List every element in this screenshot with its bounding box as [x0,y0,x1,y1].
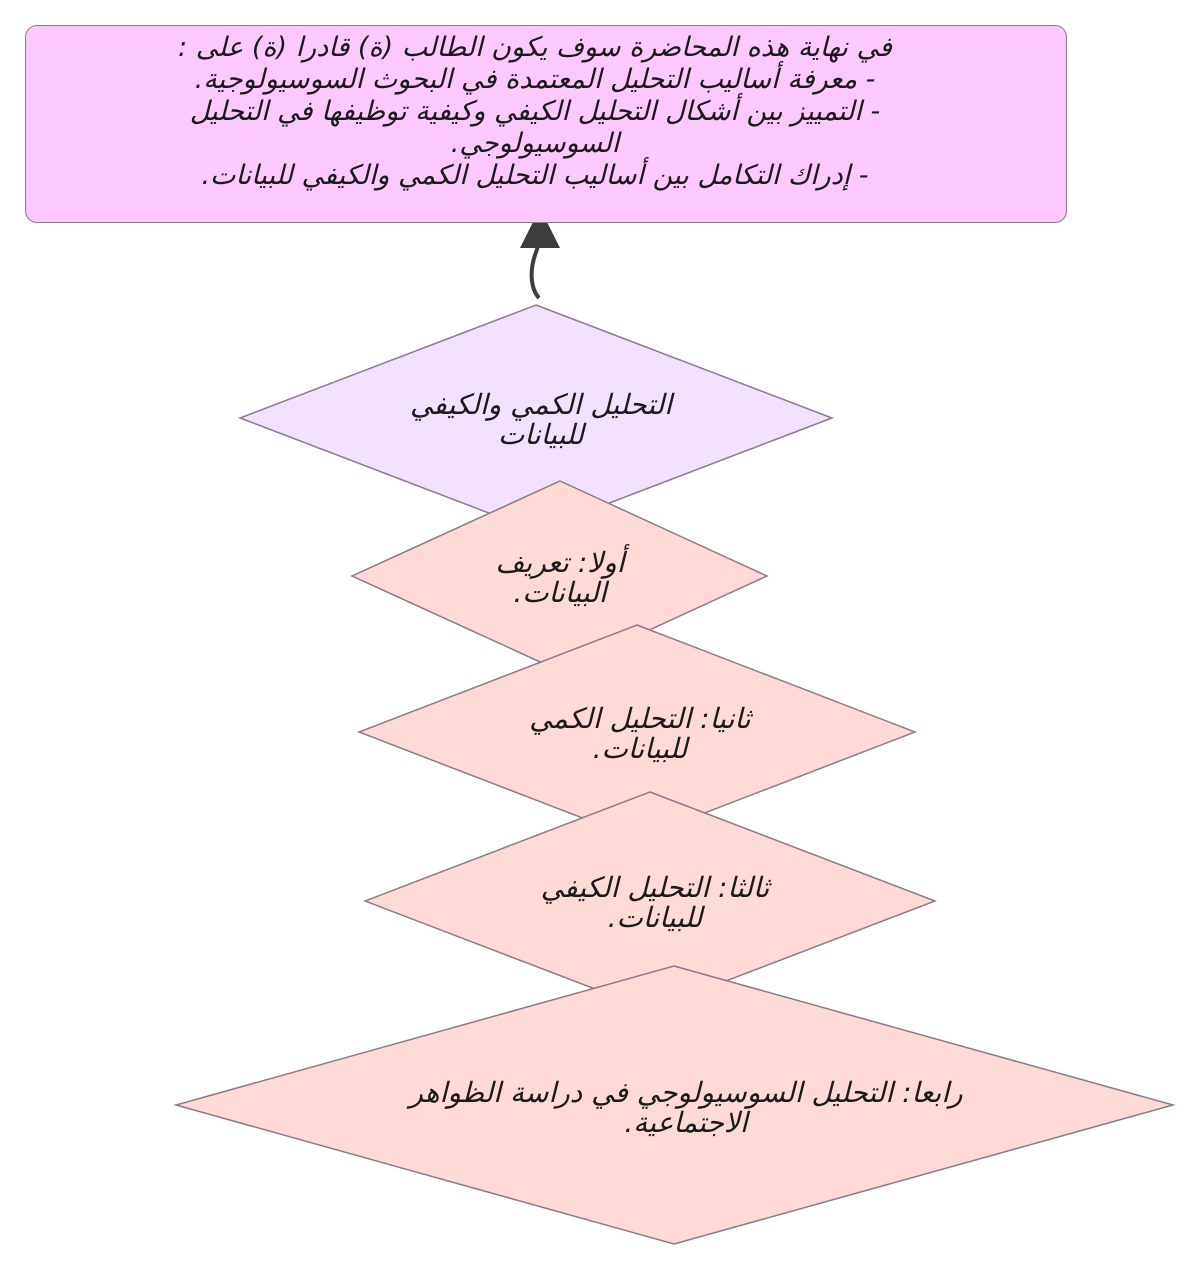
section-2-label: ثانيا: التحليل الكمي للبيانات. [529,702,751,765]
objective-item-1: - معرفة أساليب التحليل المعتمدة في البحو… [194,64,876,95]
section-3-label: ثالثا: التحليل الكيفي للبيانات. [540,871,770,934]
section-4-diamond [173,965,1176,1245]
objectives-box [25,25,1067,223]
main-topic-label: التحليل الكمي والكيفي للبيانات [409,388,673,451]
section-1-label: أولا: تعريف البيانات. [495,546,625,609]
connector-arrow [519,208,560,300]
objective-item-3: - إدراك التكامل بين أساليب التحليل الكمي… [201,160,869,191]
objectives-intro: في نهاية هذه المحاضرة سوف يكون الطالب (ة… [178,32,892,63]
section-4-label: رابعا: التحليل السوسيولوجي في دراسة الظو… [409,1076,963,1139]
objective-item-2: - التمييز بين أشكال التحليل الكيفي وكيفي… [189,96,881,159]
